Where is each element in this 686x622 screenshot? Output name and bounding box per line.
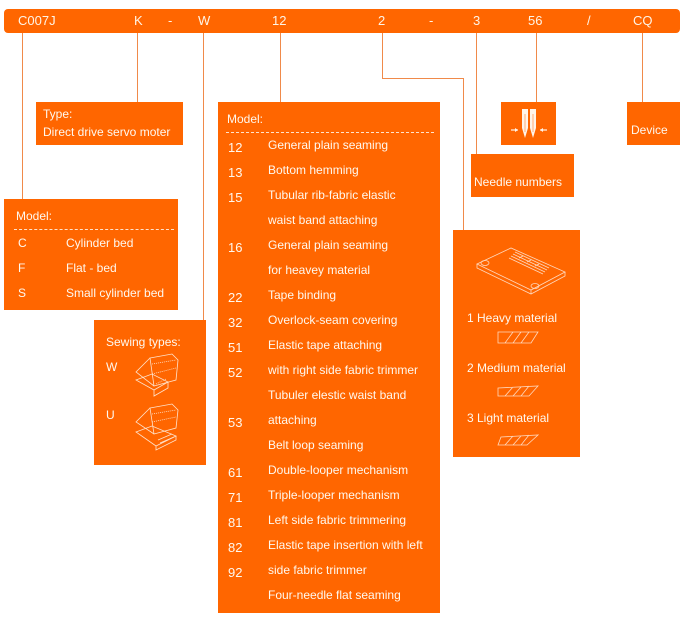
code-material: 2 xyxy=(378,13,386,28)
code-slash: / xyxy=(587,13,591,28)
code-device: CQ xyxy=(633,13,653,28)
sewing-types-title: Sewing types: xyxy=(106,335,181,349)
model-label: Double-looper mechanism xyxy=(268,463,409,477)
u-seam-icon xyxy=(135,403,179,451)
type-box: Type: Direct drive servo moter xyxy=(36,102,183,145)
material-label: 3 Light material xyxy=(467,411,550,425)
code-separator: - xyxy=(168,13,173,28)
model-code-bar xyxy=(4,9,680,33)
model-code: 92 xyxy=(228,565,243,580)
model-label: Four-needle flat seaming xyxy=(268,588,401,602)
model-code: 32 xyxy=(228,315,243,330)
bed-code: C xyxy=(18,236,27,250)
code-model: 12 xyxy=(272,13,287,28)
device-box: Device xyxy=(627,102,680,145)
model-code: 12 xyxy=(228,140,243,155)
model-code: 71 xyxy=(228,490,243,505)
model-label: side fabric trimmer xyxy=(268,563,367,577)
divider xyxy=(14,229,174,230)
model-code: 61 xyxy=(228,465,243,480)
type-value: Direct drive servo moter xyxy=(43,125,171,139)
model-label: Elastic tape insertion with left xyxy=(268,538,423,552)
gauge-box xyxy=(501,102,556,145)
code-gauge: 56 xyxy=(528,13,543,28)
heavy-material-icon xyxy=(497,331,539,344)
connector-material-c xyxy=(463,78,464,230)
needle-numbers-box: Needle numbers xyxy=(471,154,574,197)
model-label: Overlock-seam covering xyxy=(268,313,398,327)
code-separator: - xyxy=(429,13,434,28)
model-label: Tubular rib-fabric elastic xyxy=(268,188,396,202)
w-seam-icon xyxy=(135,353,179,397)
material-label: 1 Heavy material xyxy=(467,311,558,325)
bed-label: Flat - bed xyxy=(66,261,117,275)
model-code: 82 xyxy=(228,540,243,555)
connector-series xyxy=(22,33,23,199)
connector-device xyxy=(642,33,643,102)
needle-plate-icon xyxy=(476,247,566,295)
model-code: 15 xyxy=(228,190,243,205)
model-label: Bottom hemming xyxy=(268,163,359,177)
model-label: Tubuler elestic waist band xyxy=(268,388,407,402)
model-code: 22 xyxy=(228,290,243,305)
connector-sewing xyxy=(203,33,204,320)
model-code: 16 xyxy=(228,240,243,255)
bed-label: Small cylinder bed xyxy=(66,286,165,300)
connector-model xyxy=(280,33,281,102)
twin-needle-icon xyxy=(511,109,547,138)
model-label: Elastic tape attaching xyxy=(268,338,383,352)
medium-material-icon xyxy=(497,385,539,397)
model-label: General plain seaming xyxy=(268,138,389,152)
connector-material-a xyxy=(382,33,383,78)
model-code: 51 xyxy=(228,340,243,355)
code-needles: 3 xyxy=(473,13,481,28)
model-code: 52 xyxy=(228,365,243,380)
code-sewing-type: W xyxy=(198,13,211,28)
material-label: 2 Medium material xyxy=(467,361,566,375)
model-code: 81 xyxy=(228,515,243,530)
model-label: Left side fabric trimmering xyxy=(268,513,407,527)
connector-gauge xyxy=(536,33,537,102)
code-type: K xyxy=(134,13,143,28)
connector-type xyxy=(137,33,138,102)
device-label: Device xyxy=(631,123,668,137)
bed-model-box: Model: C Cylinder bed F Flat - bed S Sma… xyxy=(4,199,178,310)
model-code: 53 xyxy=(228,415,243,430)
model-label: for heavey material xyxy=(268,263,371,277)
bed-code: F xyxy=(18,261,26,275)
connector-material-b xyxy=(382,78,464,79)
code-series: C007J xyxy=(18,13,56,28)
model-label: Belt loop seaming xyxy=(268,438,364,452)
divider xyxy=(226,132,434,133)
sewing-code: U xyxy=(106,408,115,422)
model-label: waist band attaching xyxy=(268,213,378,227)
bed-label: Cylinder bed xyxy=(66,236,134,250)
sewing-types-box: Sewing types: W U xyxy=(94,320,206,465)
model-title: Model: xyxy=(227,112,264,126)
model-label: General plain seaming xyxy=(268,238,389,252)
model-label: Tape binding xyxy=(268,288,337,302)
model-code: 13 xyxy=(228,165,243,180)
light-material-icon xyxy=(497,434,539,446)
connector-needles xyxy=(476,33,477,154)
bed-model-title: Model: xyxy=(16,209,53,223)
material-box: 1 Heavy material 2 Medium material 3 Lig… xyxy=(453,230,580,457)
model-label: attaching xyxy=(268,413,317,427)
sewing-code: W xyxy=(106,360,118,374)
type-title: Type: xyxy=(43,107,73,121)
bed-code: S xyxy=(18,286,27,300)
model-label: with right side fabric trimmer xyxy=(268,363,419,377)
needle-numbers-label: Needle numbers xyxy=(474,175,563,189)
model-label: Triple-looper mechanism xyxy=(268,488,400,502)
